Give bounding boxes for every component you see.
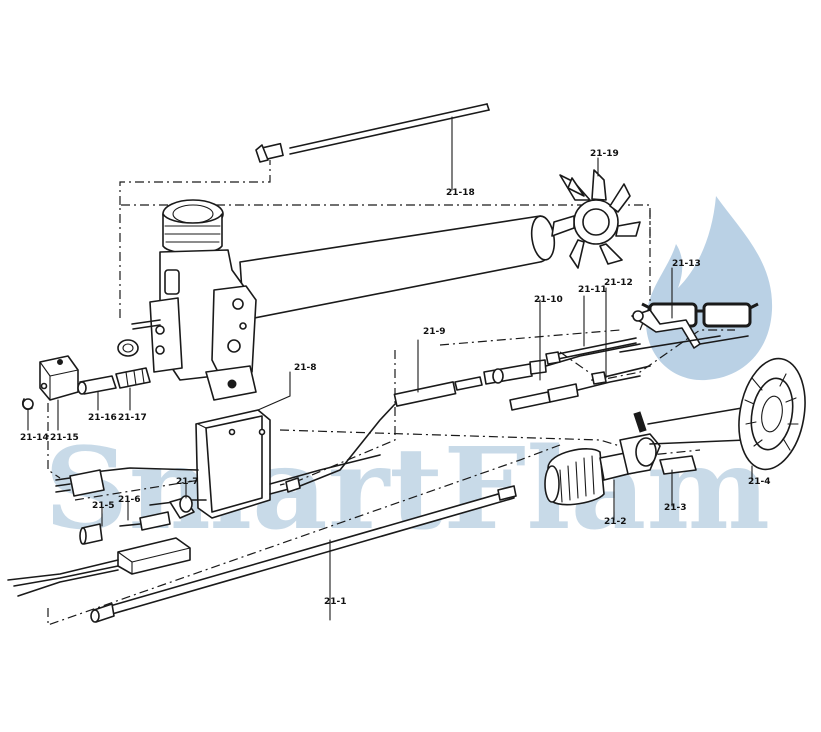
part-21-3-holder	[619, 407, 747, 507]
label-21-6: 21-6	[118, 495, 141, 505]
label-21-14: 21-14	[20, 433, 49, 443]
part-21-11-rod	[545, 295, 637, 365]
glasses-icon	[641, 302, 759, 328]
part-21-8-transformer	[93, 371, 381, 519]
part-21-5-connector	[79, 507, 103, 545]
label-21-18: 21-18	[446, 188, 475, 198]
part-21-1-tube	[90, 485, 517, 623]
part-21-6-terminal	[119, 501, 171, 531]
label-21-9: 21-9	[423, 327, 446, 337]
part-21-7-clip	[169, 483, 195, 519]
label-21-13: 21-13	[672, 259, 701, 269]
part-21-16-nozzle	[77, 375, 117, 411]
part-21-17-fitting	[115, 367, 151, 411]
label-21-15: 21-15	[50, 433, 79, 443]
part-21-19-fan	[551, 157, 641, 269]
label-21-4: 21-4	[748, 477, 771, 487]
label-21-17: 21-17	[118, 413, 147, 423]
part-21-13-bracket	[619, 267, 749, 353]
label-21-19: 21-19	[590, 149, 619, 159]
part-21-18-rod	[255, 103, 490, 191]
part-21-12-rod	[591, 287, 651, 385]
label-21-7: 21-7	[176, 477, 199, 487]
flame-logo-icon	[641, 196, 773, 381]
burner-body	[117, 199, 556, 401]
plug-connector-upper	[55, 469, 105, 497]
label-21-2: 21-2	[604, 517, 627, 527]
plug-connector-lower	[7, 537, 191, 597]
label-21-11: 21-11	[578, 285, 607, 295]
label-21-10: 21-10	[534, 295, 563, 305]
label-21-1: 21-1	[324, 597, 347, 607]
label-21-3: 21-3	[664, 503, 687, 513]
part-labels: 21-18 21-19 21-13 21-11 21-12 21-10 21-9…	[20, 149, 771, 607]
part-21-15-block	[39, 355, 79, 431]
part-21-4-diffuser	[738, 357, 806, 481]
part-21-14-clip	[21, 398, 34, 431]
label-21-8: 21-8	[294, 363, 317, 373]
label-21-16: 21-16	[88, 413, 117, 423]
label-21-12: 21-12	[604, 278, 633, 288]
label-21-5: 21-5	[92, 501, 115, 511]
part-21-10-electrode	[509, 299, 641, 411]
